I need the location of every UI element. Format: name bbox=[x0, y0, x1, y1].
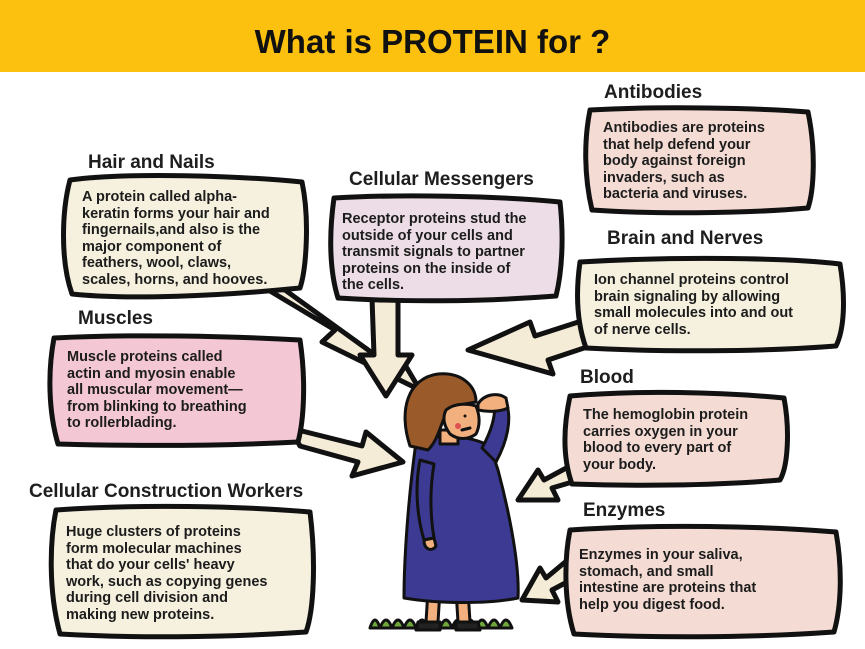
hand bbox=[476, 393, 510, 413]
cellular-messengers-box bbox=[328, 193, 565, 304]
page-title: What is PROTEIN for ? bbox=[254, 23, 611, 60]
text-line: bacteria and viruses. bbox=[603, 186, 748, 202]
heading-hair-nails: Hair and Nails bbox=[88, 152, 215, 173]
text-line: help you digest food. bbox=[579, 596, 725, 613]
text-line: of nerve cells. bbox=[594, 321, 691, 338]
text-line: Receptor proteins stud the bbox=[342, 211, 527, 227]
text-line: form molecular machines bbox=[66, 540, 242, 557]
text-line: scales, horns, and hooves. bbox=[82, 271, 268, 288]
text-line: blood to every part of bbox=[583, 440, 732, 456]
text-line: stomach, and small bbox=[579, 563, 714, 580]
construction-box bbox=[48, 503, 316, 640]
text-line: major component of bbox=[82, 238, 222, 255]
text-line: Enzymes in your saliva, bbox=[579, 547, 743, 563]
text-line: proteins on the inside of bbox=[342, 260, 511, 277]
text-line: that do your cells' heavy bbox=[66, 557, 235, 573]
text-line: your body. bbox=[583, 456, 657, 473]
text-line: The hemoglobin protein bbox=[583, 407, 749, 423]
left-hand bbox=[422, 536, 438, 551]
text-line: carries oxygen in your bbox=[583, 423, 738, 440]
text-line: work, such as copying genes bbox=[66, 573, 268, 590]
text-line: the cells. bbox=[342, 277, 405, 293]
brain-nerves-box bbox=[575, 255, 846, 354]
blood-box bbox=[562, 389, 790, 488]
text-line: Antibodies are proteins bbox=[603, 120, 765, 136]
face bbox=[442, 402, 481, 440]
text-line: from blinking to breathing bbox=[67, 398, 247, 415]
text-line: actin and myosin enable bbox=[67, 365, 236, 382]
text-line: Muscle proteins called bbox=[67, 349, 223, 365]
text-line: fingernails,and also is the bbox=[82, 222, 261, 238]
arrow-muscles bbox=[287, 425, 406, 479]
arrow-messengers bbox=[357, 295, 415, 399]
heading-blood: Blood bbox=[580, 367, 634, 388]
text-line: that help defend your bbox=[603, 136, 751, 153]
text-line: intestine are proteins that bbox=[579, 580, 757, 596]
heading-muscles: Muscles bbox=[78, 308, 153, 329]
text-line: transmit signals to partner bbox=[342, 244, 525, 260]
text-line: Ion channel proteins control bbox=[594, 272, 789, 288]
text-line: during cell division and bbox=[66, 590, 228, 606]
heading-cellular-messengers: Cellular Messengers bbox=[349, 169, 534, 190]
text-line: brain signaling by allowing bbox=[594, 288, 781, 305]
cheek bbox=[455, 423, 461, 429]
text-line: all muscular movement— bbox=[67, 382, 243, 398]
text-line: making new proteins. bbox=[66, 606, 215, 623]
mouth bbox=[460, 426, 472, 432]
woman-figure bbox=[368, 372, 520, 632]
eye bbox=[463, 414, 467, 418]
text-line: Huge clusters of proteins bbox=[66, 524, 241, 540]
hair bbox=[403, 372, 478, 452]
hair-nails-box bbox=[61, 173, 309, 300]
text-line: keratin forms your hair and bbox=[82, 205, 270, 222]
heading-construction: Cellular Construction Workers bbox=[29, 481, 304, 502]
heading-brain-nerves: Brain and Nerves bbox=[607, 228, 764, 249]
muscles-box bbox=[47, 333, 307, 448]
text-line: to rollerblading. bbox=[67, 415, 177, 431]
text-line: A protein called alpha- bbox=[82, 189, 237, 205]
enzymes-box bbox=[563, 523, 843, 640]
heading-enzymes: Enzymes bbox=[583, 500, 666, 521]
lower-arm bbox=[415, 458, 436, 542]
text-hair-nails: A protein called alpha-keratin forms you… bbox=[82, 189, 270, 288]
title-banner bbox=[0, 0, 865, 72]
shoes bbox=[414, 620, 482, 632]
text-line: feathers, wool, claws, bbox=[82, 255, 232, 271]
text-line: small molecules into and out bbox=[594, 305, 794, 321]
text-line: invaders, such as bbox=[603, 169, 725, 186]
text-line: body against foreign bbox=[603, 153, 746, 169]
heading-antibodies: Antibodies bbox=[604, 82, 703, 103]
antibodies-box bbox=[583, 105, 816, 216]
text-enzymes: Enzymes in your saliva,stomach, and smal… bbox=[579, 547, 756, 613]
text-line: outside of your cells and bbox=[342, 227, 513, 244]
